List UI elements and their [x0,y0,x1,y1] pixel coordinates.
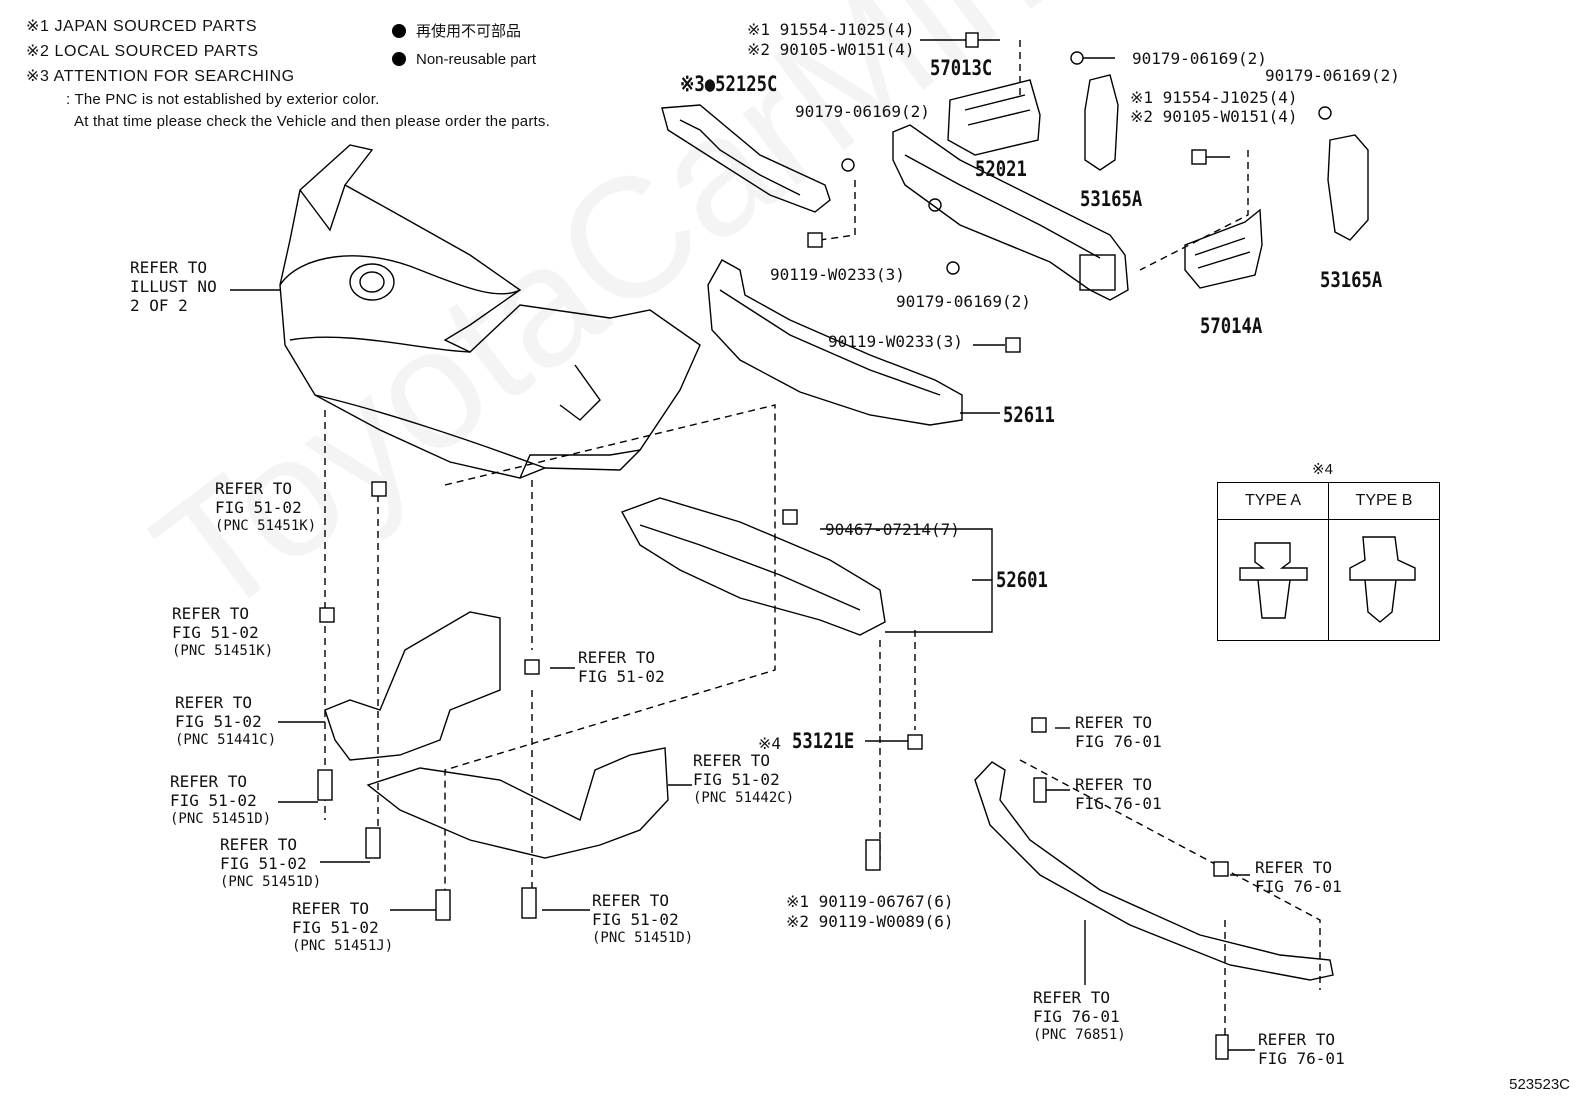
pnc-52021[interactable]: 52021 [975,157,1027,181]
bracket-57014A [1184,208,1263,289]
label-clip-90179-top[interactable]: 90179-06169(2) [1132,49,1267,68]
pnc-53165A-b[interactable]: 53165A [1320,268,1383,292]
legend: 再使用不可部品 Non-reusable part [392,18,536,74]
label-clip-90179-mid[interactable]: 90179-06169(2) [795,102,930,121]
pnc-57013C[interactable]: 57013C [930,56,993,80]
guide-lines [324,40,1321,1045]
fasteners [317,32,1332,1060]
note-attention-detail-1: : The PNC is not established by exterior… [66,91,380,108]
pnc-53121E[interactable]: 53121E [792,729,855,753]
pnc-52125C[interactable]: ※3●52125C [680,72,778,96]
label-bolt-right-2[interactable]: ※2 90105-W0151(4) [1130,107,1298,126]
label-clip-90179-right[interactable]: 90179-06169(2) [1265,66,1400,85]
note-attention: ※3 ATTENTION FOR SEARCHING [26,68,295,85]
label-bolt-bottom-1[interactable]: ※1 90119-06767(6) [786,892,954,911]
notes-block: ※1 JAPAN SOURCED PARTS ※2 LOCAL SOURCED … [26,14,550,133]
label-clip-90179-low[interactable]: 90179-06169(2) [896,292,1031,311]
non-reusable-dot-icon [392,52,406,66]
note-japan-sourced: ※1 JAPAN SOURCED PARTS [26,18,258,35]
pnc-57014A[interactable]: 57014A [1200,314,1263,338]
pnc-53121E-mark: ※4 [758,734,782,753]
absorber-52611 [707,259,963,426]
pnc-53165A-a[interactable]: 53165A [1080,187,1143,211]
leader-lines [230,39,1255,1051]
bumper-cover [279,144,701,479]
pnc-52611[interactable]: 52611 [1003,403,1055,427]
reinforcement-52021 [892,124,1129,301]
bracket-57013C [947,79,1041,156]
label-bolt-right-1[interactable]: ※1 91554-J1025(4) [1130,88,1298,107]
type-b-header: TYPE B [1328,482,1440,520]
note-attention-detail-2: At that time please check the Vehicle an… [74,113,550,130]
side-bracket-53165A-a [1084,74,1119,171]
non-reusable-dot-icon [392,24,406,38]
undercover-right [366,747,669,859]
type-a-cell [1217,519,1329,641]
label-nut-90119-a[interactable]: 90119-W0233(3) [770,265,905,284]
type-b-cell [1328,519,1440,641]
label-nut-90119-b[interactable]: 90119-W0233(3) [828,332,963,351]
retainer-52125C [661,104,831,213]
pnc-52601[interactable]: 52601 [996,568,1048,592]
lower-spoiler [974,761,1334,981]
note-local-sourced: ※2 LOCAL SOURCED PARTS [26,43,259,60]
legend-jp-text: 再使用不可部品 [416,23,522,40]
label-bolt-top-2[interactable]: ※2 90105-W0151(4) [747,40,915,59]
legend-en: Non-reusable part [392,46,536,74]
type-a-header: TYPE A [1217,482,1329,520]
legend-en-text: Non-reusable part [416,51,537,68]
label-bolt-top-1[interactable]: ※1 91554-J1025(4) [747,20,915,39]
figure-id: 523523C [1509,1076,1570,1093]
types-mark: ※4 [1312,461,1333,478]
label-clip-90467[interactable]: 90467-07214(7) [825,520,960,539]
side-bracket-53165A-b [1327,134,1369,241]
label-bolt-bottom-2[interactable]: ※2 90119-W0089(6) [786,912,954,931]
undercover-left [324,611,501,761]
undercover-52601 [620,497,886,636]
legend-jp: 再使用不可部品 [392,18,536,46]
